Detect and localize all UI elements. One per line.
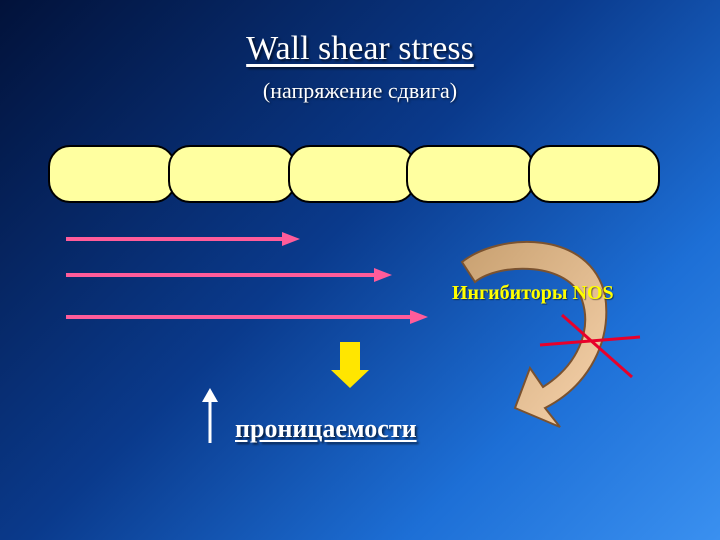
endothelial-cell <box>48 145 176 203</box>
flow-arrow <box>66 310 428 324</box>
endothelial-cell <box>406 145 534 203</box>
up-arrow <box>202 388 218 443</box>
down-arrow <box>331 342 369 388</box>
cross-mark <box>539 313 641 379</box>
slide-title: Wall shear stress <box>246 30 474 67</box>
nos-inhibitors-label: Ингибиторы NOS <box>452 282 614 304</box>
flow-arrow <box>66 268 392 282</box>
slide-subtitle: (напряжение сдвига) <box>262 78 458 103</box>
flow-arrow <box>66 232 300 246</box>
endothelial-cell-row <box>48 145 668 207</box>
permeability-label: проницаемости <box>235 414 417 443</box>
endothelial-cell <box>528 145 660 203</box>
curved-arrow <box>460 240 608 428</box>
